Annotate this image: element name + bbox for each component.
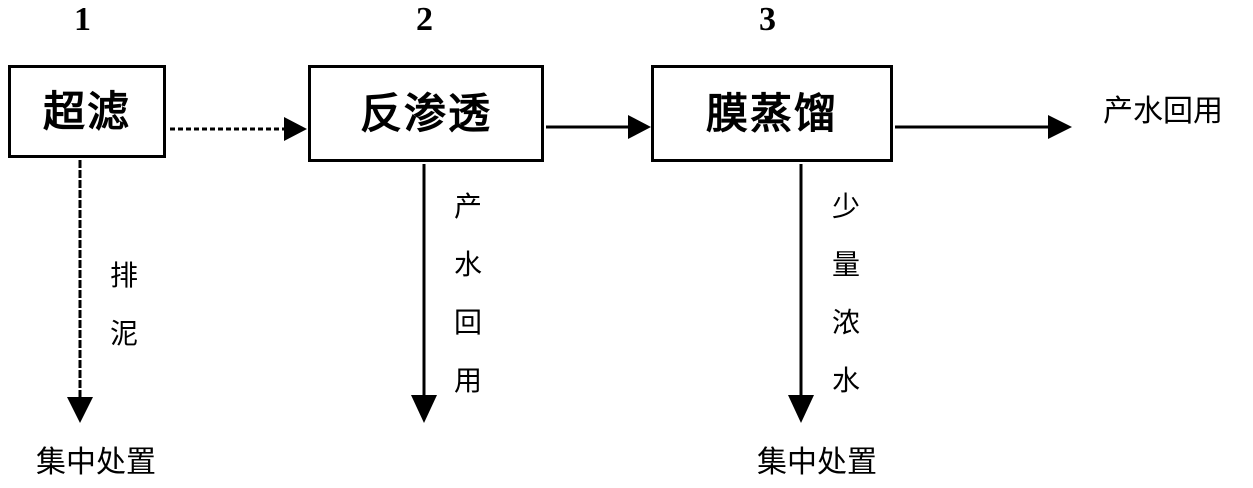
process-label-ultrafiltration: 超滤	[42, 86, 131, 136]
process-box-reverse-osmosis: 反渗透	[308, 65, 544, 162]
centralized-disposal-label-1: 集中处置	[36, 445, 156, 480]
process-box-ultrafiltration: 超滤	[8, 65, 166, 158]
ro-water-reuse-label: 产 水 回 用	[454, 193, 482, 425]
step-number-2: 2	[416, 1, 433, 38]
product-water-reuse-label: 产水回用	[1103, 94, 1223, 129]
step-number-1: 1	[74, 1, 91, 38]
sludge-discharge-char-1: 排	[110, 259, 139, 292]
arrow-ultrafiltration-down-head	[67, 397, 93, 423]
process-label-membrane-distillation: 膜蒸馏	[705, 88, 838, 138]
ro-water-reuse-char-4: 用	[454, 364, 483, 397]
arrow-md-down-head	[788, 395, 814, 423]
process-label-reverse-osmosis: 反渗透	[359, 88, 492, 138]
sludge-discharge-char-2: 泥	[110, 317, 139, 350]
ro-water-reuse-char-3: 回	[454, 306, 483, 339]
centralized-disposal-label-3: 集中处置	[757, 445, 877, 480]
concentrate-char-2: 量	[832, 248, 861, 281]
arrow-ultrafiltration-to-ro-head	[284, 117, 307, 141]
concentrate-char-3: 浓	[832, 306, 861, 339]
process-box-membrane-distillation: 膜蒸馏	[651, 65, 893, 162]
step-number-3: 3	[759, 1, 776, 38]
concentrate-char-1: 少	[832, 190, 861, 223]
arrow-md-to-output-head	[1048, 115, 1072, 139]
concentrate-char-4: 水	[832, 364, 861, 397]
arrow-ro-to-md-head	[628, 115, 651, 139]
ro-water-reuse-char-1: 产	[454, 190, 483, 223]
sludge-discharge-label: 排 泥	[110, 262, 138, 378]
concentrate-label: 少 量 浓 水	[832, 193, 860, 425]
ro-water-reuse-char-2: 水	[454, 248, 483, 281]
arrow-ro-down-head	[411, 395, 437, 423]
